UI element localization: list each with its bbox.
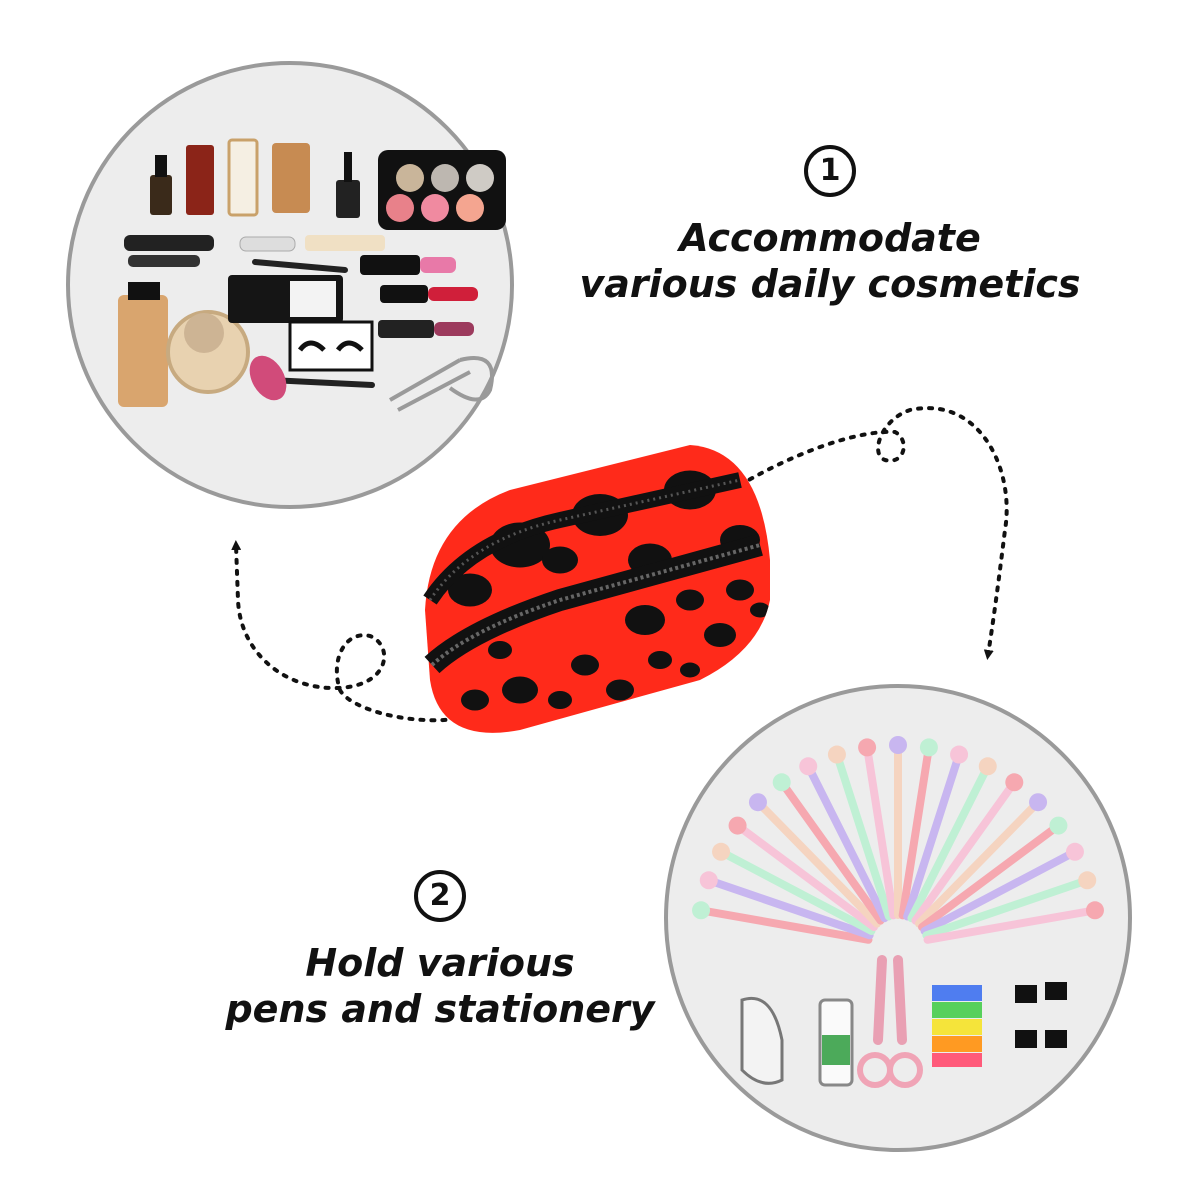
step-number-1: 1 xyxy=(804,145,856,197)
pen xyxy=(863,743,898,920)
pen-cap xyxy=(728,816,747,835)
pen-cap xyxy=(712,842,731,861)
bag-spot xyxy=(606,679,634,701)
bag-spot xyxy=(571,654,599,676)
pen-cap xyxy=(858,738,877,757)
pen-cap xyxy=(978,757,997,776)
pen xyxy=(777,778,885,925)
caption-line: various daily cosmetics xyxy=(579,262,1081,306)
pen-cap xyxy=(799,757,818,776)
bag-spot xyxy=(648,651,672,669)
pen xyxy=(832,750,893,921)
caption-stationery: 2 Hold various pens and stationery xyxy=(190,870,690,1032)
pen-cap xyxy=(772,773,791,792)
pen xyxy=(907,762,992,923)
caption-line: pens and stationery xyxy=(225,987,655,1031)
bag-spot xyxy=(726,579,754,601)
pen xyxy=(911,778,1019,925)
stationery-illustration xyxy=(692,736,1104,944)
bag-spot xyxy=(676,589,704,611)
pen-cap xyxy=(1005,773,1024,792)
bag-spot xyxy=(542,546,578,574)
pen xyxy=(753,798,881,928)
pen-cap xyxy=(748,793,767,812)
stationery-circle xyxy=(664,684,1132,1152)
pen-cap xyxy=(919,738,938,757)
pen xyxy=(903,750,964,921)
caption-line: Accommodate xyxy=(679,216,981,260)
bag-spot xyxy=(461,689,489,711)
bag-spot xyxy=(488,641,512,659)
pen xyxy=(920,847,1079,936)
pen-cap xyxy=(1029,793,1048,812)
pen-cap xyxy=(699,871,718,890)
pen xyxy=(898,743,933,920)
pen-cap xyxy=(1078,871,1097,890)
bag-spot xyxy=(625,605,665,635)
pen xyxy=(733,821,878,932)
bag-spot xyxy=(680,662,700,678)
pen-cap xyxy=(1049,816,1068,835)
dotted-arrow-icon xyxy=(738,406,1009,660)
cosmetics-illustration xyxy=(118,138,506,412)
dotted-arrow-icon xyxy=(231,540,480,723)
bag-spot xyxy=(448,573,492,607)
caption-cosmetics: 1 Accommodate various daily cosmetics xyxy=(560,145,1100,307)
pen xyxy=(717,847,876,936)
pen-cap xyxy=(692,901,711,920)
bag-spot xyxy=(704,623,736,647)
bag-spot xyxy=(502,676,538,704)
pen xyxy=(923,906,1099,944)
pen xyxy=(704,876,874,940)
bag-spot xyxy=(548,691,572,709)
pen xyxy=(697,906,873,944)
pen xyxy=(915,798,1043,928)
pen xyxy=(918,821,1063,932)
pen-cap xyxy=(889,736,907,754)
step-number-2: 2 xyxy=(414,870,466,922)
pencil-case-illustration xyxy=(423,445,770,733)
caption-line: Hold various xyxy=(305,941,575,985)
pen-cap xyxy=(1065,842,1084,861)
pen-cap xyxy=(950,745,969,764)
pen xyxy=(922,876,1092,940)
pen xyxy=(804,762,889,923)
pen-cap xyxy=(1085,901,1104,920)
pen-cap xyxy=(827,745,846,764)
bag-spot xyxy=(750,602,770,618)
cosmetics-circle xyxy=(66,61,514,509)
